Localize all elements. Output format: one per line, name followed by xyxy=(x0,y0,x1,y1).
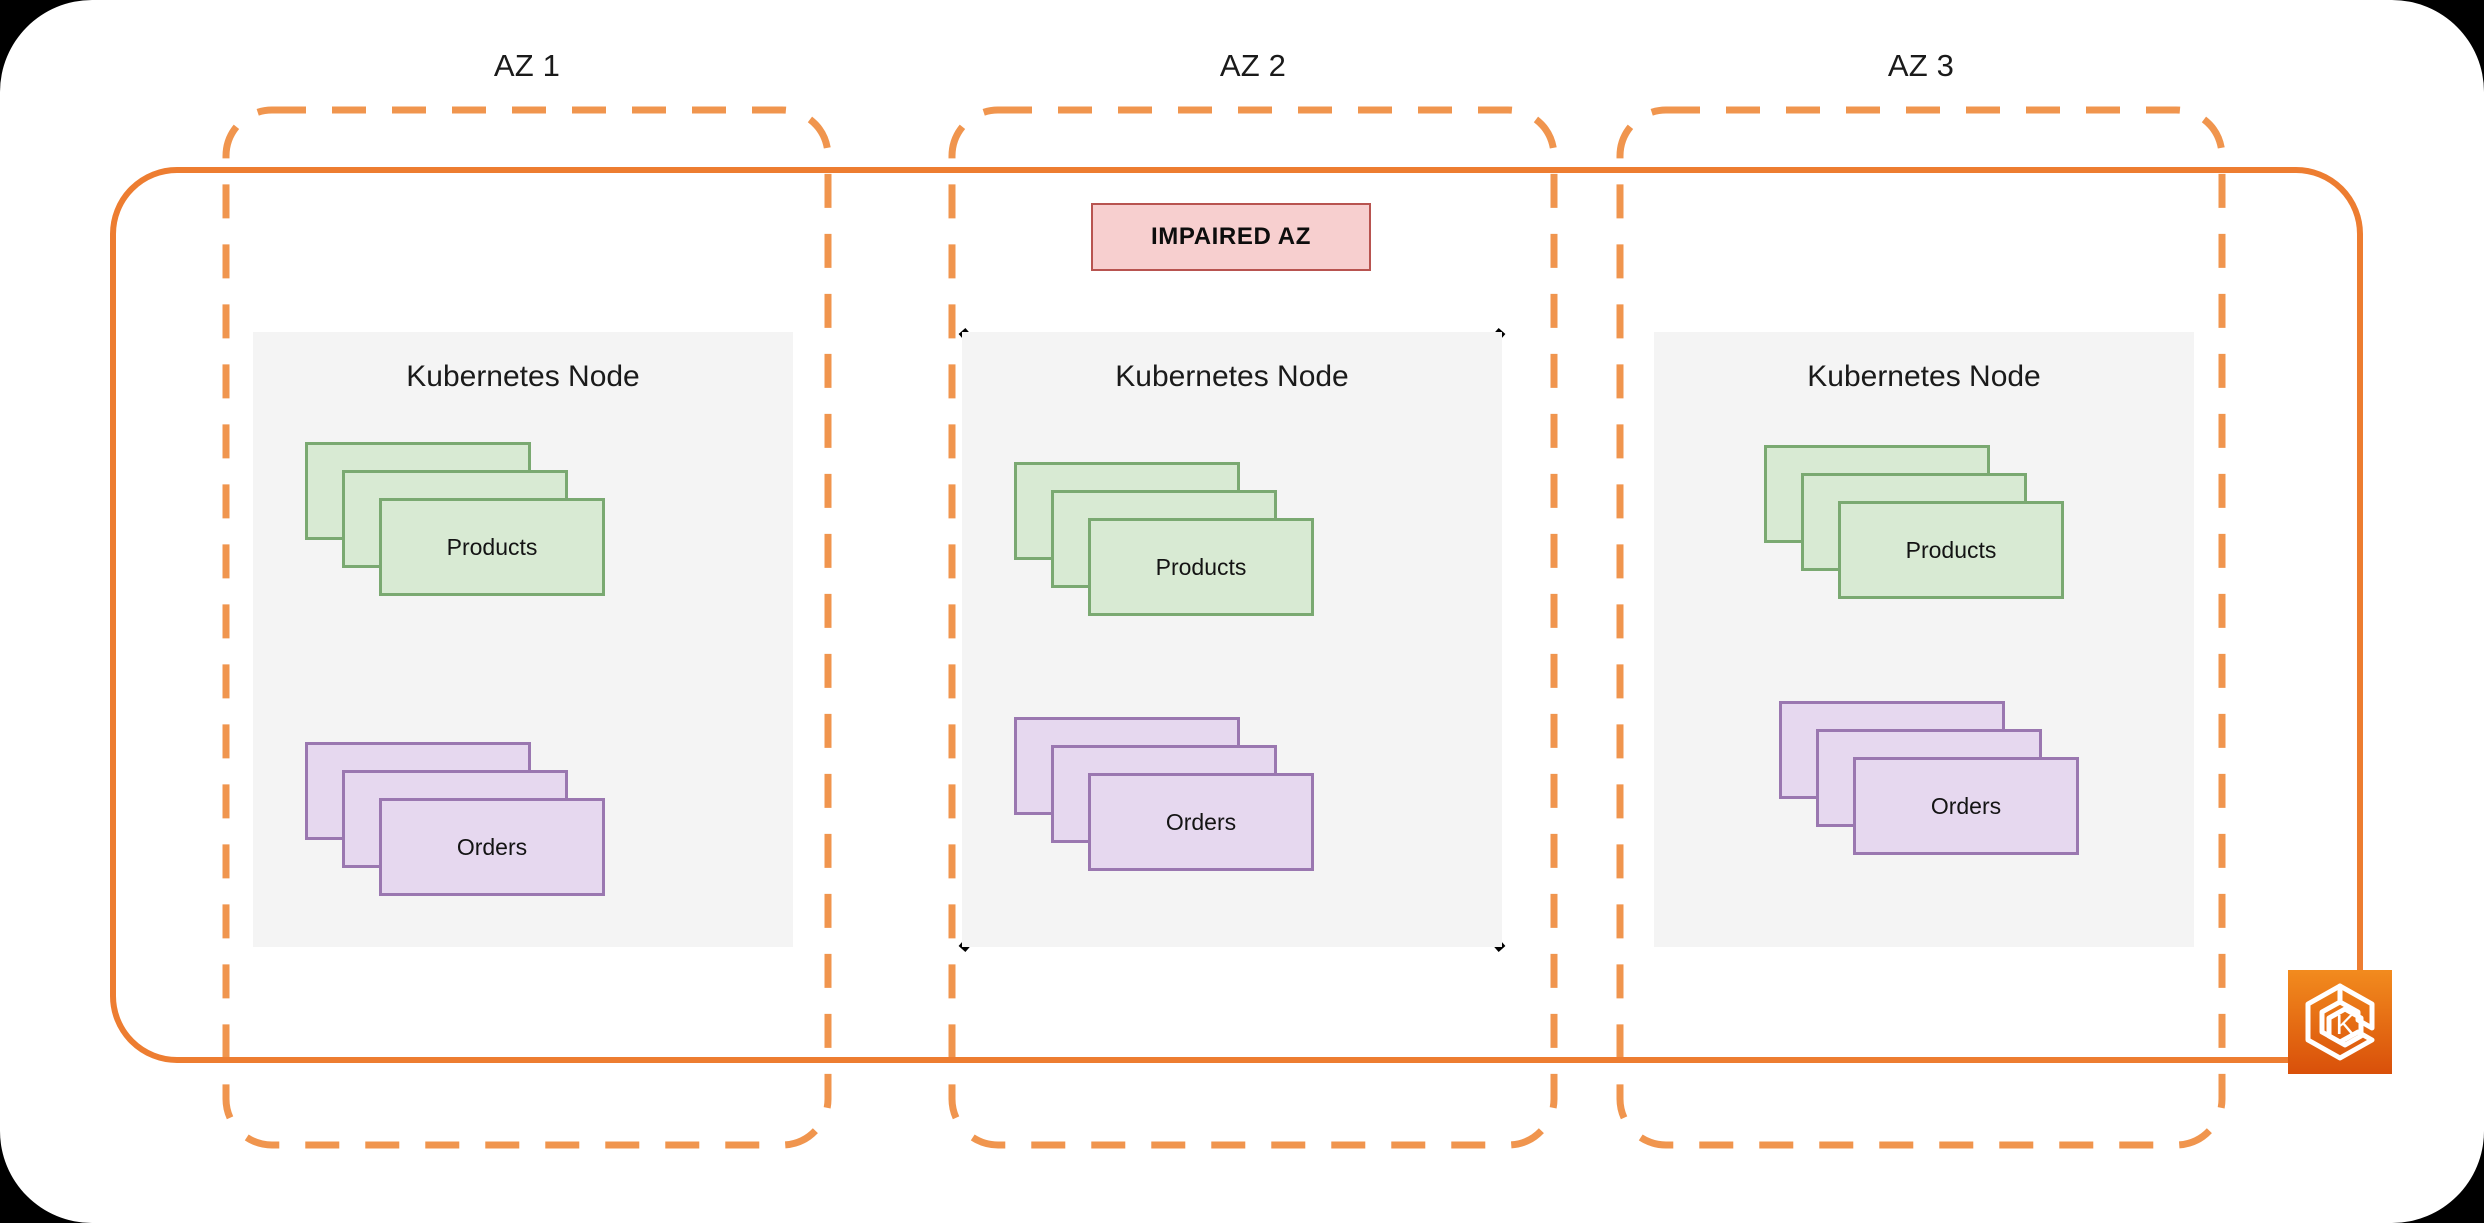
impaired-az-status-badge: IMPAIRED AZ xyxy=(1091,203,1371,271)
pod-stack-label: Orders xyxy=(1930,792,2002,819)
pod-stack-label: Orders xyxy=(456,833,528,860)
pod-stack-orders: Orders xyxy=(305,742,605,902)
pod-stack-label: Products xyxy=(1905,536,1997,563)
pod-stack-label: Orders xyxy=(1165,808,1237,835)
svg-text:K: K xyxy=(2336,1009,2355,1040)
pod-stack-orders: Orders xyxy=(1779,701,2079,861)
pod-stack-products: Products xyxy=(1764,445,2064,605)
pod-replica xyxy=(1853,757,2079,855)
az-3-label: AZ 3 xyxy=(1887,48,1955,83)
az-1-kubernetes-node: Kubernetes Node Products Orders xyxy=(253,332,793,947)
pod-stack-label: Products xyxy=(446,533,538,560)
pod-stack-orders: Orders xyxy=(1014,717,1314,877)
pod-replica xyxy=(379,798,605,896)
pod-stack-label: Products xyxy=(1155,553,1247,580)
pod-stack-products: Products xyxy=(1014,462,1314,622)
amazon-eks-icon: K xyxy=(2288,970,2392,1074)
pod-replica xyxy=(1088,518,1314,616)
az-2-label: AZ 2 xyxy=(1219,48,1287,83)
pod-replica xyxy=(1838,501,2064,599)
node-title: Kubernetes Node xyxy=(1115,360,1349,393)
pod-replica xyxy=(1088,773,1314,871)
pod-stack-products: Products xyxy=(305,442,605,602)
node-title: Kubernetes Node xyxy=(406,360,640,393)
az-2-kubernetes-node: Kubernetes Node Products Orders xyxy=(962,332,1502,947)
node-title: Kubernetes Node xyxy=(1807,360,2041,393)
az-3-kubernetes-node: Kubernetes Node Products Orders xyxy=(1654,332,2194,947)
pod-replica xyxy=(379,498,605,596)
az-1-label: AZ 1 xyxy=(493,48,561,83)
